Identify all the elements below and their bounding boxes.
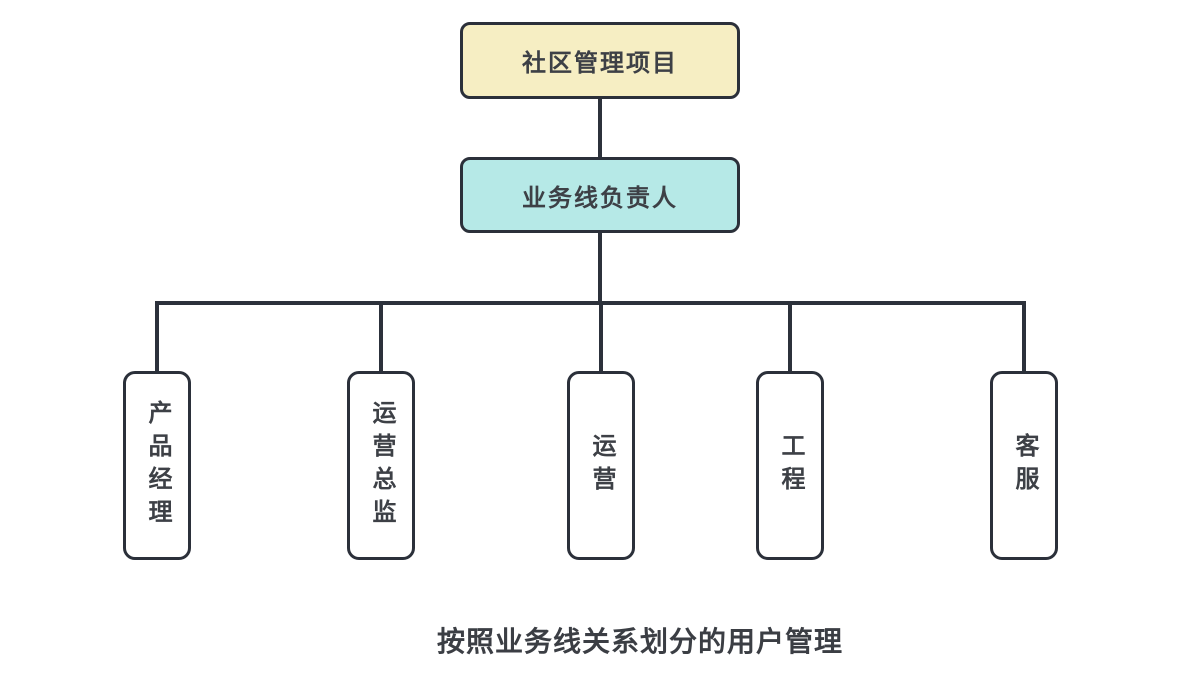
child-node-label: 运营总监 (368, 399, 395, 532)
child-node-label: 运营 (588, 432, 615, 499)
connector-bus-horizontal (155, 301, 1026, 305)
connector-drop-engineering (788, 303, 792, 371)
leader-node: 业务线负责人 (460, 157, 740, 233)
connector-leader-bus (598, 233, 602, 303)
diagram-caption: 按照业务线关系划分的用户管理 (436, 626, 843, 657)
connector-root-leader (598, 99, 602, 157)
root-node: 社区管理项目 (460, 22, 740, 99)
child-node-operations: 运营 (567, 371, 635, 560)
child-node-label: 工程 (777, 432, 804, 499)
leader-node-label: 业务线负责人 (522, 184, 678, 212)
root-node-label: 社区管理项目 (522, 50, 678, 77)
child-node-operations-director: 运营总监 (347, 371, 415, 560)
child-node-label: 产品经理 (144, 399, 171, 532)
child-node-label: 客服 (1011, 432, 1038, 499)
connector-drop-product-manager (155, 303, 159, 371)
connector-drop-operations (599, 303, 603, 371)
child-node-engineering: 工程 (756, 371, 824, 560)
connector-drop-customer-service (1022, 303, 1026, 371)
child-node-customer-service: 客服 (990, 371, 1058, 560)
child-node-product-manager: 产品经理 (123, 371, 191, 560)
connector-drop-operations-director (379, 303, 383, 371)
